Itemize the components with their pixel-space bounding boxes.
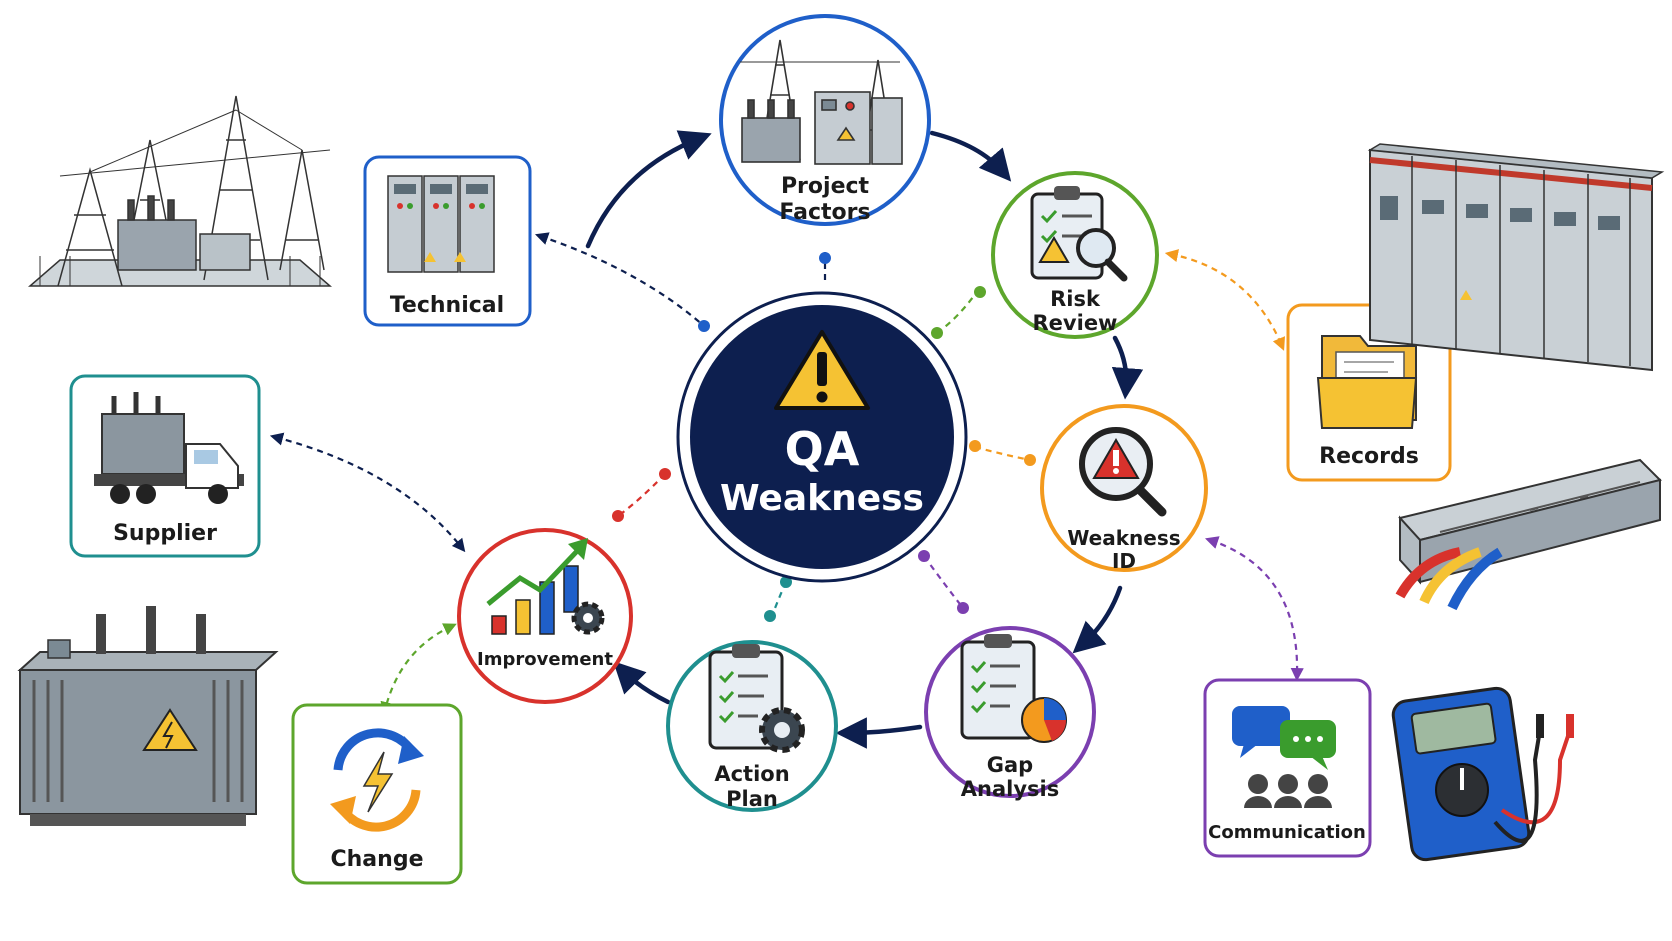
technical-label: Technical [390, 293, 504, 318]
risk-review-label-line2: Review [1033, 311, 1118, 335]
action-plan-label-line2: Plan [726, 787, 778, 811]
arrow-action-to-improvement [613, 661, 671, 705]
truck-icon [94, 392, 244, 504]
multimeter-illustration [1391, 686, 1574, 862]
substation-icon [740, 39, 903, 165]
connector-weakness [974, 445, 1031, 462]
substation-illustration [27, 95, 333, 287]
node-improvement[interactable]: Improvement [457, 528, 633, 704]
node-action-plan[interactable]: Action Plan [666, 640, 838, 812]
warning-icon [774, 330, 870, 410]
center-node[interactable]: QA Weakness [676, 291, 968, 583]
connector-gap [923, 555, 964, 609]
node-project-factors[interactable]: Project Factors [719, 14, 931, 226]
connector-change [380, 623, 457, 716]
factor-supplier[interactable]: Supplier [69, 374, 261, 558]
cycle-lightning-icon [330, 728, 424, 832]
arrow-risk-to-weakness [1111, 335, 1144, 400]
growth-chart-icon [486, 538, 605, 635]
supplier-label: Supplier [113, 521, 217, 546]
arrow-weakness-to-gap [1072, 585, 1123, 654]
node-gap-analysis[interactable]: Gap Analysis [924, 626, 1096, 801]
weakness-id-label-line2: ID [1112, 549, 1136, 573]
cycle-arrows [585, 130, 1144, 749]
connector-risk [936, 292, 977, 334]
factor-change[interactable]: Change [291, 703, 463, 885]
improvement-label: Improvement [477, 649, 613, 670]
factor-technical[interactable]: Technical [363, 155, 532, 327]
switchgear-icon [387, 175, 495, 273]
project-factors-label-line2: Factors [779, 200, 870, 225]
change-label: Change [331, 847, 424, 872]
magnifier-alert-icon [1079, 427, 1167, 517]
risk-review-label-line1: Risk [1050, 287, 1101, 311]
gap-analysis-label-line1: Gap [987, 753, 1033, 777]
cable-tray-illustration [1395, 458, 1662, 611]
folder-icon [1316, 335, 1418, 429]
checklist-gear-icon [708, 644, 805, 753]
factor-records[interactable]: Records [1286, 303, 1452, 482]
chat-people-icon [1232, 706, 1336, 808]
arrow-project-to-risk [929, 130, 1012, 182]
transformer-illustration [17, 606, 279, 826]
checklist-pie-icon [960, 634, 1067, 743]
connector-supplier [269, 432, 466, 553]
factor-communication[interactable]: Communication [1203, 678, 1372, 858]
connector-improvement [617, 473, 666, 517]
arrow-technical-to-project [585, 130, 712, 249]
connector-communication [1204, 536, 1304, 682]
records-label: Records [1319, 444, 1419, 469]
switchgear-illustration [1367, 143, 1665, 372]
project-factors-label-line1: Project [781, 174, 870, 199]
node-weakness-id[interactable]: Weakness ID [1040, 404, 1208, 573]
center-title-line1: QA [785, 422, 860, 476]
connector-dots [612, 252, 1036, 622]
node-risk-review[interactable]: Risk Review [991, 171, 1159, 339]
connector-technical [535, 232, 705, 327]
action-plan-label-line1: Action [714, 762, 789, 786]
arrow-gap-to-action [835, 717, 923, 749]
connector-records [1164, 249, 1286, 351]
clipboard-magnifier-icon [1030, 186, 1128, 282]
gap-analysis-label-line2: Analysis [961, 777, 1059, 801]
center-title-line2: Weakness [720, 478, 924, 519]
weakness-id-label-line1: Weakness [1067, 526, 1180, 550]
communication-label: Communication [1208, 822, 1366, 843]
